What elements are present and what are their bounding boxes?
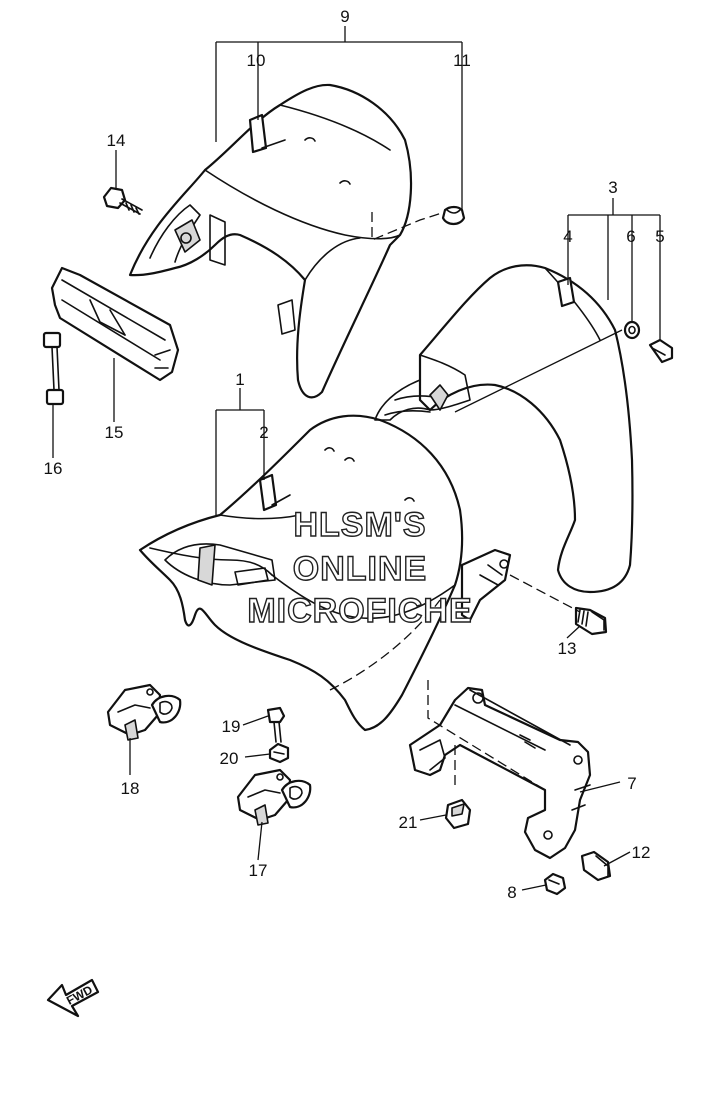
callout-numbers: 9 10 11 14 3 4 6 5 1 2 15 16 13 19 20 7 … [44, 7, 665, 902]
callout-18: 18 [121, 779, 140, 798]
nut-20 [268, 742, 290, 764]
callout-13: 13 [558, 639, 577, 658]
watermark-line-2: ONLINE [293, 550, 427, 588]
callout-11: 11 [453, 51, 471, 70]
callout-14: 14 [107, 131, 126, 150]
dash-6 [454, 329, 623, 413]
callout-10: 10 [247, 51, 266, 70]
lock-17 [236, 768, 312, 826]
watermark-line-1: HLSM'S [293, 506, 426, 544]
callout-8: 8 [507, 883, 516, 902]
tail-cowl-3 [374, 264, 634, 594]
callout-17: 17 [249, 861, 268, 880]
callout-1: 1 [235, 370, 244, 389]
callout-20: 20 [220, 749, 239, 768]
dash-13 [509, 574, 581, 613]
bolt-13 [574, 606, 608, 636]
strap-16 [42, 331, 65, 406]
front-seat-1 [138, 414, 512, 732]
washer-6 [623, 320, 641, 340]
callout-15: 15 [105, 423, 124, 442]
callout-19: 19 [222, 717, 241, 736]
leader-lines [52, 26, 661, 891]
bushing-21 [444, 798, 472, 830]
bracket-15 [50, 266, 180, 382]
dash-11 [371, 211, 446, 241]
callout-21: 21 [399, 813, 418, 832]
callout-2: 2 [259, 423, 268, 442]
bracket-7 [408, 686, 592, 860]
nut-8 [543, 872, 567, 896]
grommet-11 [441, 205, 466, 226]
callout-6: 6 [626, 227, 635, 246]
bolt-14 [102, 186, 143, 215]
callout-9: 9 [340, 7, 349, 26]
callout-4: 4 [563, 227, 572, 246]
dash-7a [427, 680, 546, 791]
watermark-line-3: MICROFICHE [247, 592, 472, 630]
watermark: HLSM'S ONLINE MICROFICHE [247, 505, 473, 630]
fwd-arrow: FWD [46, 978, 100, 1018]
callout-7: 7 [627, 774, 636, 793]
callout-5: 5 [655, 227, 664, 246]
lock-18 [106, 683, 182, 741]
bolt-12 [580, 850, 612, 882]
callout-12: 12 [632, 843, 651, 862]
callout-3: 3 [608, 178, 617, 197]
callout-16: 16 [44, 459, 63, 478]
screw-5 [648, 338, 674, 364]
screw-19 [266, 706, 286, 743]
